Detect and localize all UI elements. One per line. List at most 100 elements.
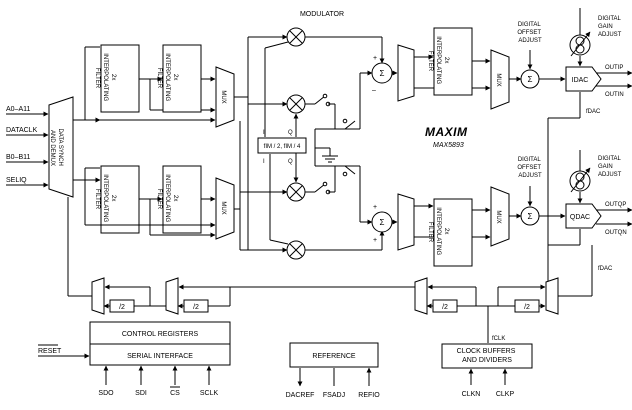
input-b-label: B0–B11 [6,154,30,161]
mux-out-upper-label: MUX [495,73,501,86]
offset-lower-line1: DIGITAL [518,157,542,163]
multiplier-4 [286,240,306,260]
offset-upper-line1: DIGITAL [518,22,542,28]
serial-pins: SDO SDI CS SCLK [98,365,219,397]
switch-network [305,93,360,195]
outqp-label: OUTQP [605,202,626,208]
data-synch-line1: DATA SYNCH [57,128,63,165]
serial-interface-block: SERIAL INTERFACE [89,343,231,366]
gain-upper-line3: ADJUST [598,32,622,38]
divider-2: /2 [183,299,209,313]
svg-text:Σ: Σ [528,75,533,84]
mux-out-lower: MUX [490,186,510,247]
divider-3-label: /2 [442,304,448,311]
ground-icon [322,155,338,163]
data-synch-line2: AND DEMUX [49,130,55,166]
gain-upper-line2: GAIN [598,24,613,30]
svg-text:2x INTERPOLATING F: 2x INTERPOLATING FILTER [156,53,178,103]
svg-text:DIGITAL OFFSET ADJUST: DIGITAL OFFSET ADJUST [517,22,542,44]
clk-mux-3 [414,277,428,315]
nco-block: fIM / 2, fIM / 4 I Q I Q [257,130,307,165]
nco-i-right: I [263,159,265,165]
seliq-label: SELIQ [6,177,27,184]
filter-label-3: FILTER [94,68,100,89]
mux-upper-label: MUX [220,90,226,103]
sdi-label: SDI [135,390,147,397]
svg-text:DATA SYNCH AND DEMUX: DATA SYNCH AND DEMUX [49,128,63,167]
fdac-upper-label: fDAC [586,109,601,115]
gain-lower-line2: GAIN [598,164,613,170]
clock-buffers-block: CLOCK BUFFERS AND DIVIDERS [441,343,533,369]
reference-label: REFERENCE [312,353,356,360]
gain-adjust-upper [569,31,591,57]
gain-adjust-lower [569,167,591,193]
refio-label: REFIO [358,392,380,399]
svg-text:2x INTERPOLATING F: 2x INTERPOLATING FILTER [94,174,116,224]
divider-4-label: /2 [524,304,530,311]
clock-pins: CLKN CLKP [462,368,515,398]
cs-label: CS [170,390,180,397]
input-a-pin: A0–A11 [6,106,49,117]
fdac-lower-label: fDAC [598,266,613,272]
svg-text:2x INTERPOLATING F: 2x INTERPOLATING FILTER [156,174,178,224]
sdo-label: SDO [98,390,114,397]
part-number: MAX5893 [433,142,464,149]
fclk-label: fCLK [492,336,505,342]
svg-text:DIGITAL GAIN ADJUST: DIGITAL GAIN ADJUST [598,156,622,178]
svg-text:2x INTERPOLATING F: 2x INTERPOLATING FILTER [427,207,449,257]
serial-interface-label: SERIAL INTERFACE [127,353,193,360]
input-a-label: A0–A11 [6,106,30,113]
qdac-block: QDAC [565,203,602,229]
divider-2-label: /2 [193,304,199,311]
clock-buffers-line1: CLOCK BUFFERS [457,348,516,355]
idac-block: IDAC [565,66,602,92]
filter-upper-1: 2x INTERPOLATING FILTER [94,44,140,113]
mux-out-upper: MUX [490,49,510,110]
multiplier-3 [286,182,306,202]
multiplier-2 [286,94,306,114]
sum-upper-symbol: Σ [380,69,385,78]
filter-lower-2: 2x INTERPOLATING FILTER [156,165,202,234]
svg-text:Σ: Σ [528,212,533,221]
clock-buffers-line2: AND DIVIDERS [462,357,512,364]
gain-lower-line1: DIGITAL [598,156,622,162]
out-mux-lower [397,193,415,251]
outqn-label: OUTQN [605,230,627,236]
mux-lower-label: MUX [220,201,226,214]
svg-text:–: – [372,87,376,94]
nco-text: fIM / 2, fIM / 4 [264,144,301,150]
sclk-label: SCLK [200,390,219,397]
filter-label-1: 2x [110,74,116,80]
svg-text:+: + [373,55,377,62]
fsadj-label: FSADJ [323,392,345,399]
outin-label: OUTIN [605,92,624,98]
clkp-label: CLKP [496,391,515,398]
svg-text:DIGITAL GAIN ADJUST: DIGITAL GAIN ADJUST [598,16,622,38]
mux-lower: MUX [215,177,235,240]
control-registers-block: CONTROL REGISTERS [89,321,231,345]
offset-upper-line3: ADJUST [518,38,542,44]
reset-label: RESET [38,348,62,355]
offset-upper-line2: OFFSET [517,30,541,36]
mux-out-lower-label: MUX [495,210,501,223]
divider-3: /2 [432,299,458,313]
dataclk-pin: DATACLK [6,127,49,138]
svg-text:2x INTERPOLATING F: 2x INTERPOLATING FILTER [94,53,116,103]
svg-text:DIGITAL OFFSET ADJUST: DIGITAL OFFSET ADJUST [517,157,542,179]
nco-q-top: Q [288,130,293,136]
maxim-logo: MAXIM [425,125,468,139]
nco-i-left: I [263,130,265,136]
reference-pins: DACREF FSADJ REFIO [286,367,380,399]
clk-mux-2 [165,277,179,315]
dataclk-label: DATACLK [6,127,38,134]
clkn-label: CLKN [462,391,481,398]
offset-lower-line2: OFFSET [517,165,541,171]
gain-upper-line1: DIGITAL [598,16,622,22]
dacref-label: DACREF [286,392,315,399]
divider-1-label: /2 [119,304,125,311]
clk-mux-1 [91,277,105,315]
multiplier-1 [286,27,306,47]
filter-out-upper: 2x INTERPOLATING FILTER [427,27,473,96]
seliq-pin: SELIQ [6,177,49,188]
